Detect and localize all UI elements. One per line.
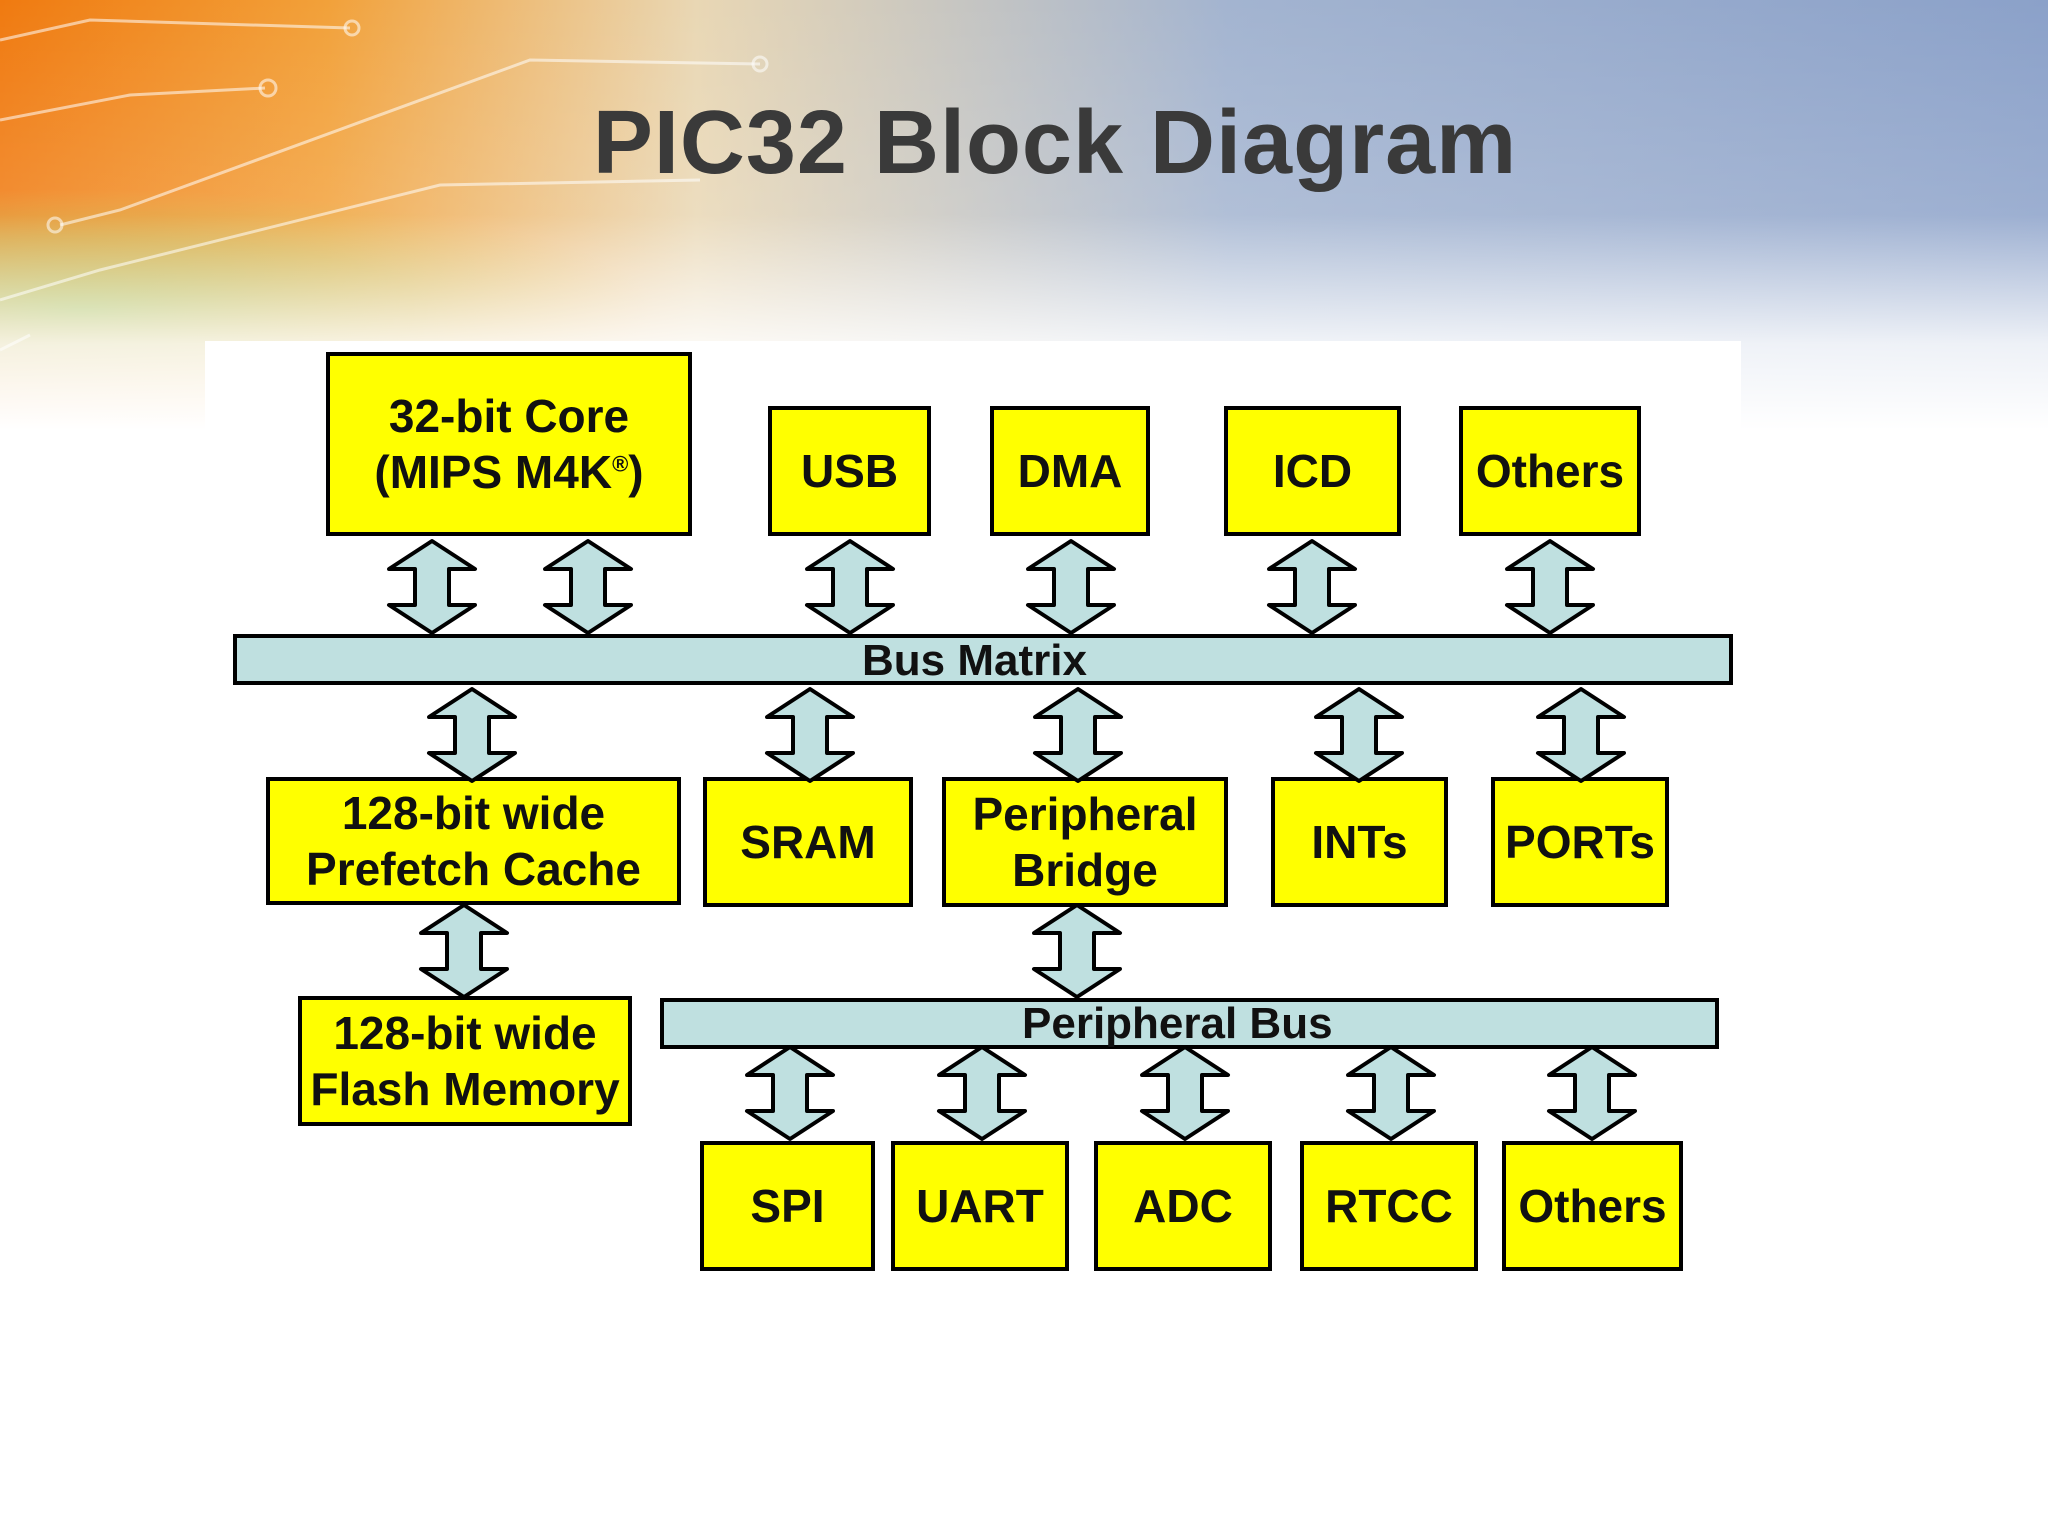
- double-arrow-icon: [1140, 1045, 1230, 1141]
- double-arrow-icon: [387, 539, 477, 635]
- double-arrow-icon: [427, 687, 517, 783]
- usb-block: USB: [768, 406, 931, 536]
- double-arrow-icon: [1033, 687, 1123, 783]
- uart-block: UART: [891, 1141, 1069, 1271]
- sram-block: SRAM: [703, 777, 913, 907]
- core-block: 32-bit Core(MIPS M4K®): [326, 352, 692, 536]
- peripheral-bridge-block: Peripheral Bridge: [942, 777, 1228, 907]
- others-bottom-block: Others: [1502, 1141, 1683, 1271]
- ints-block: INTs: [1271, 777, 1448, 907]
- core-line2-suffix: ): [628, 446, 644, 498]
- bus-matrix-label: Bus Matrix: [862, 636, 1087, 685]
- core-line2-prefix: (MIPS M4K: [374, 446, 613, 498]
- double-arrow-icon: [1536, 687, 1626, 783]
- double-arrow-icon: [419, 903, 509, 999]
- core-block-text: 32-bit Core(MIPS M4K®): [374, 388, 643, 500]
- double-arrow-icon: [1505, 539, 1595, 635]
- dma-block: DMA: [990, 406, 1150, 536]
- double-arrow-icon: [1547, 1045, 1637, 1141]
- others-top-block: Others: [1459, 406, 1641, 536]
- rtcc-block: RTCC: [1300, 1141, 1478, 1271]
- block-diagram: 32-bit Core(MIPS M4K®) USB DMA ICD Other…: [205, 341, 1741, 1291]
- peripheral-bus: [660, 998, 1719, 1049]
- double-arrow-icon: [1026, 539, 1116, 635]
- double-arrow-icon: [543, 539, 633, 635]
- registered-mark: ®: [612, 451, 629, 477]
- core-line1: 32-bit Core: [388, 390, 630, 442]
- double-arrow-icon: [1346, 1045, 1436, 1141]
- slide-background-swoosh: [0, 0, 2048, 430]
- double-arrow-icon: [1267, 539, 1357, 635]
- peripheral-bus-label: Peripheral Bus: [1022, 999, 1333, 1048]
- prefetch-cache-block: 128-bit wide Prefetch Cache: [266, 777, 681, 905]
- double-arrow-icon: [765, 687, 855, 783]
- double-arrow-icon: [1314, 687, 1404, 783]
- flash-memory-block: 128-bit wide Flash Memory: [298, 996, 632, 1126]
- slide-title: PIC32 Block Diagram: [592, 93, 1518, 193]
- icd-block: ICD: [1224, 406, 1401, 536]
- ports-block: PORTs: [1491, 777, 1669, 907]
- double-arrow-icon: [805, 539, 895, 635]
- double-arrow-icon: [1032, 903, 1122, 999]
- adc-block: ADC: [1094, 1141, 1272, 1271]
- spi-block: SPI: [700, 1141, 875, 1271]
- double-arrow-icon: [745, 1045, 835, 1141]
- double-arrow-icon: [937, 1045, 1027, 1141]
- bus-matrix: [233, 634, 1733, 685]
